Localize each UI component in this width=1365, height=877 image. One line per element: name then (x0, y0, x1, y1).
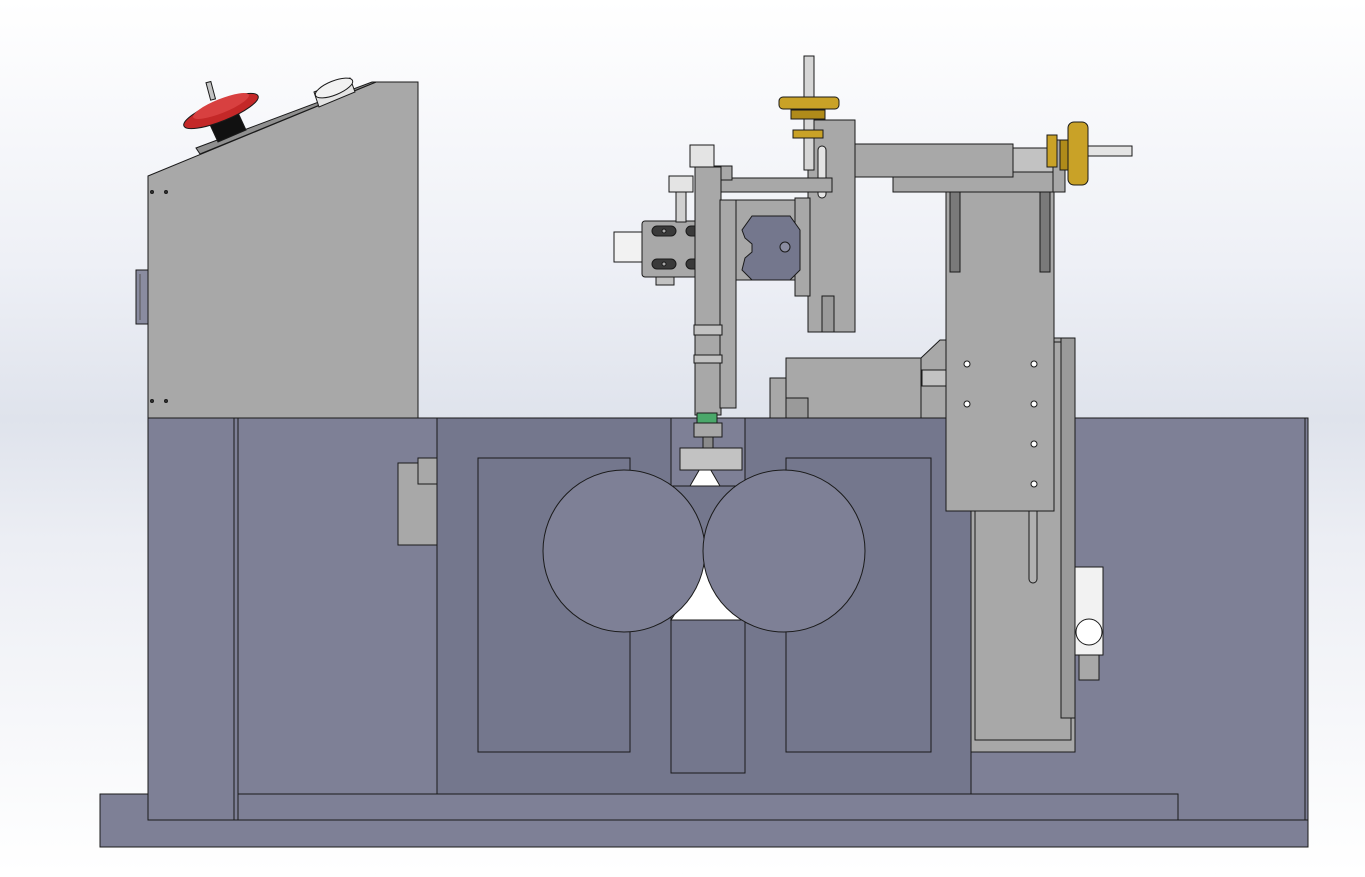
actuator-housing (769, 339, 947, 419)
top-arm (852, 121, 1133, 193)
indicator-button[interactable] (313, 74, 356, 108)
side-connector (135, 269, 149, 325)
right-roller (702, 469, 866, 633)
clamp-block (436, 417, 972, 795)
vertical-column (945, 185, 1104, 753)
vertical-slide (778, 55, 856, 333)
left-roller (542, 469, 706, 633)
tool-holder (668, 144, 743, 471)
side-adjust-shaft (1084, 145, 1133, 157)
column-plate (945, 185, 1055, 512)
control-box (135, 74, 419, 419)
base-rail (237, 793, 1179, 821)
proximity-sensor (1074, 566, 1104, 681)
linear-guide (699, 165, 833, 281)
knurled-knob-icon[interactable] (778, 96, 840, 139)
knurled-knob-icon[interactable] (1046, 121, 1089, 186)
emergency-stop-icon[interactable] (180, 80, 262, 143)
rail-carriage (741, 215, 801, 281)
